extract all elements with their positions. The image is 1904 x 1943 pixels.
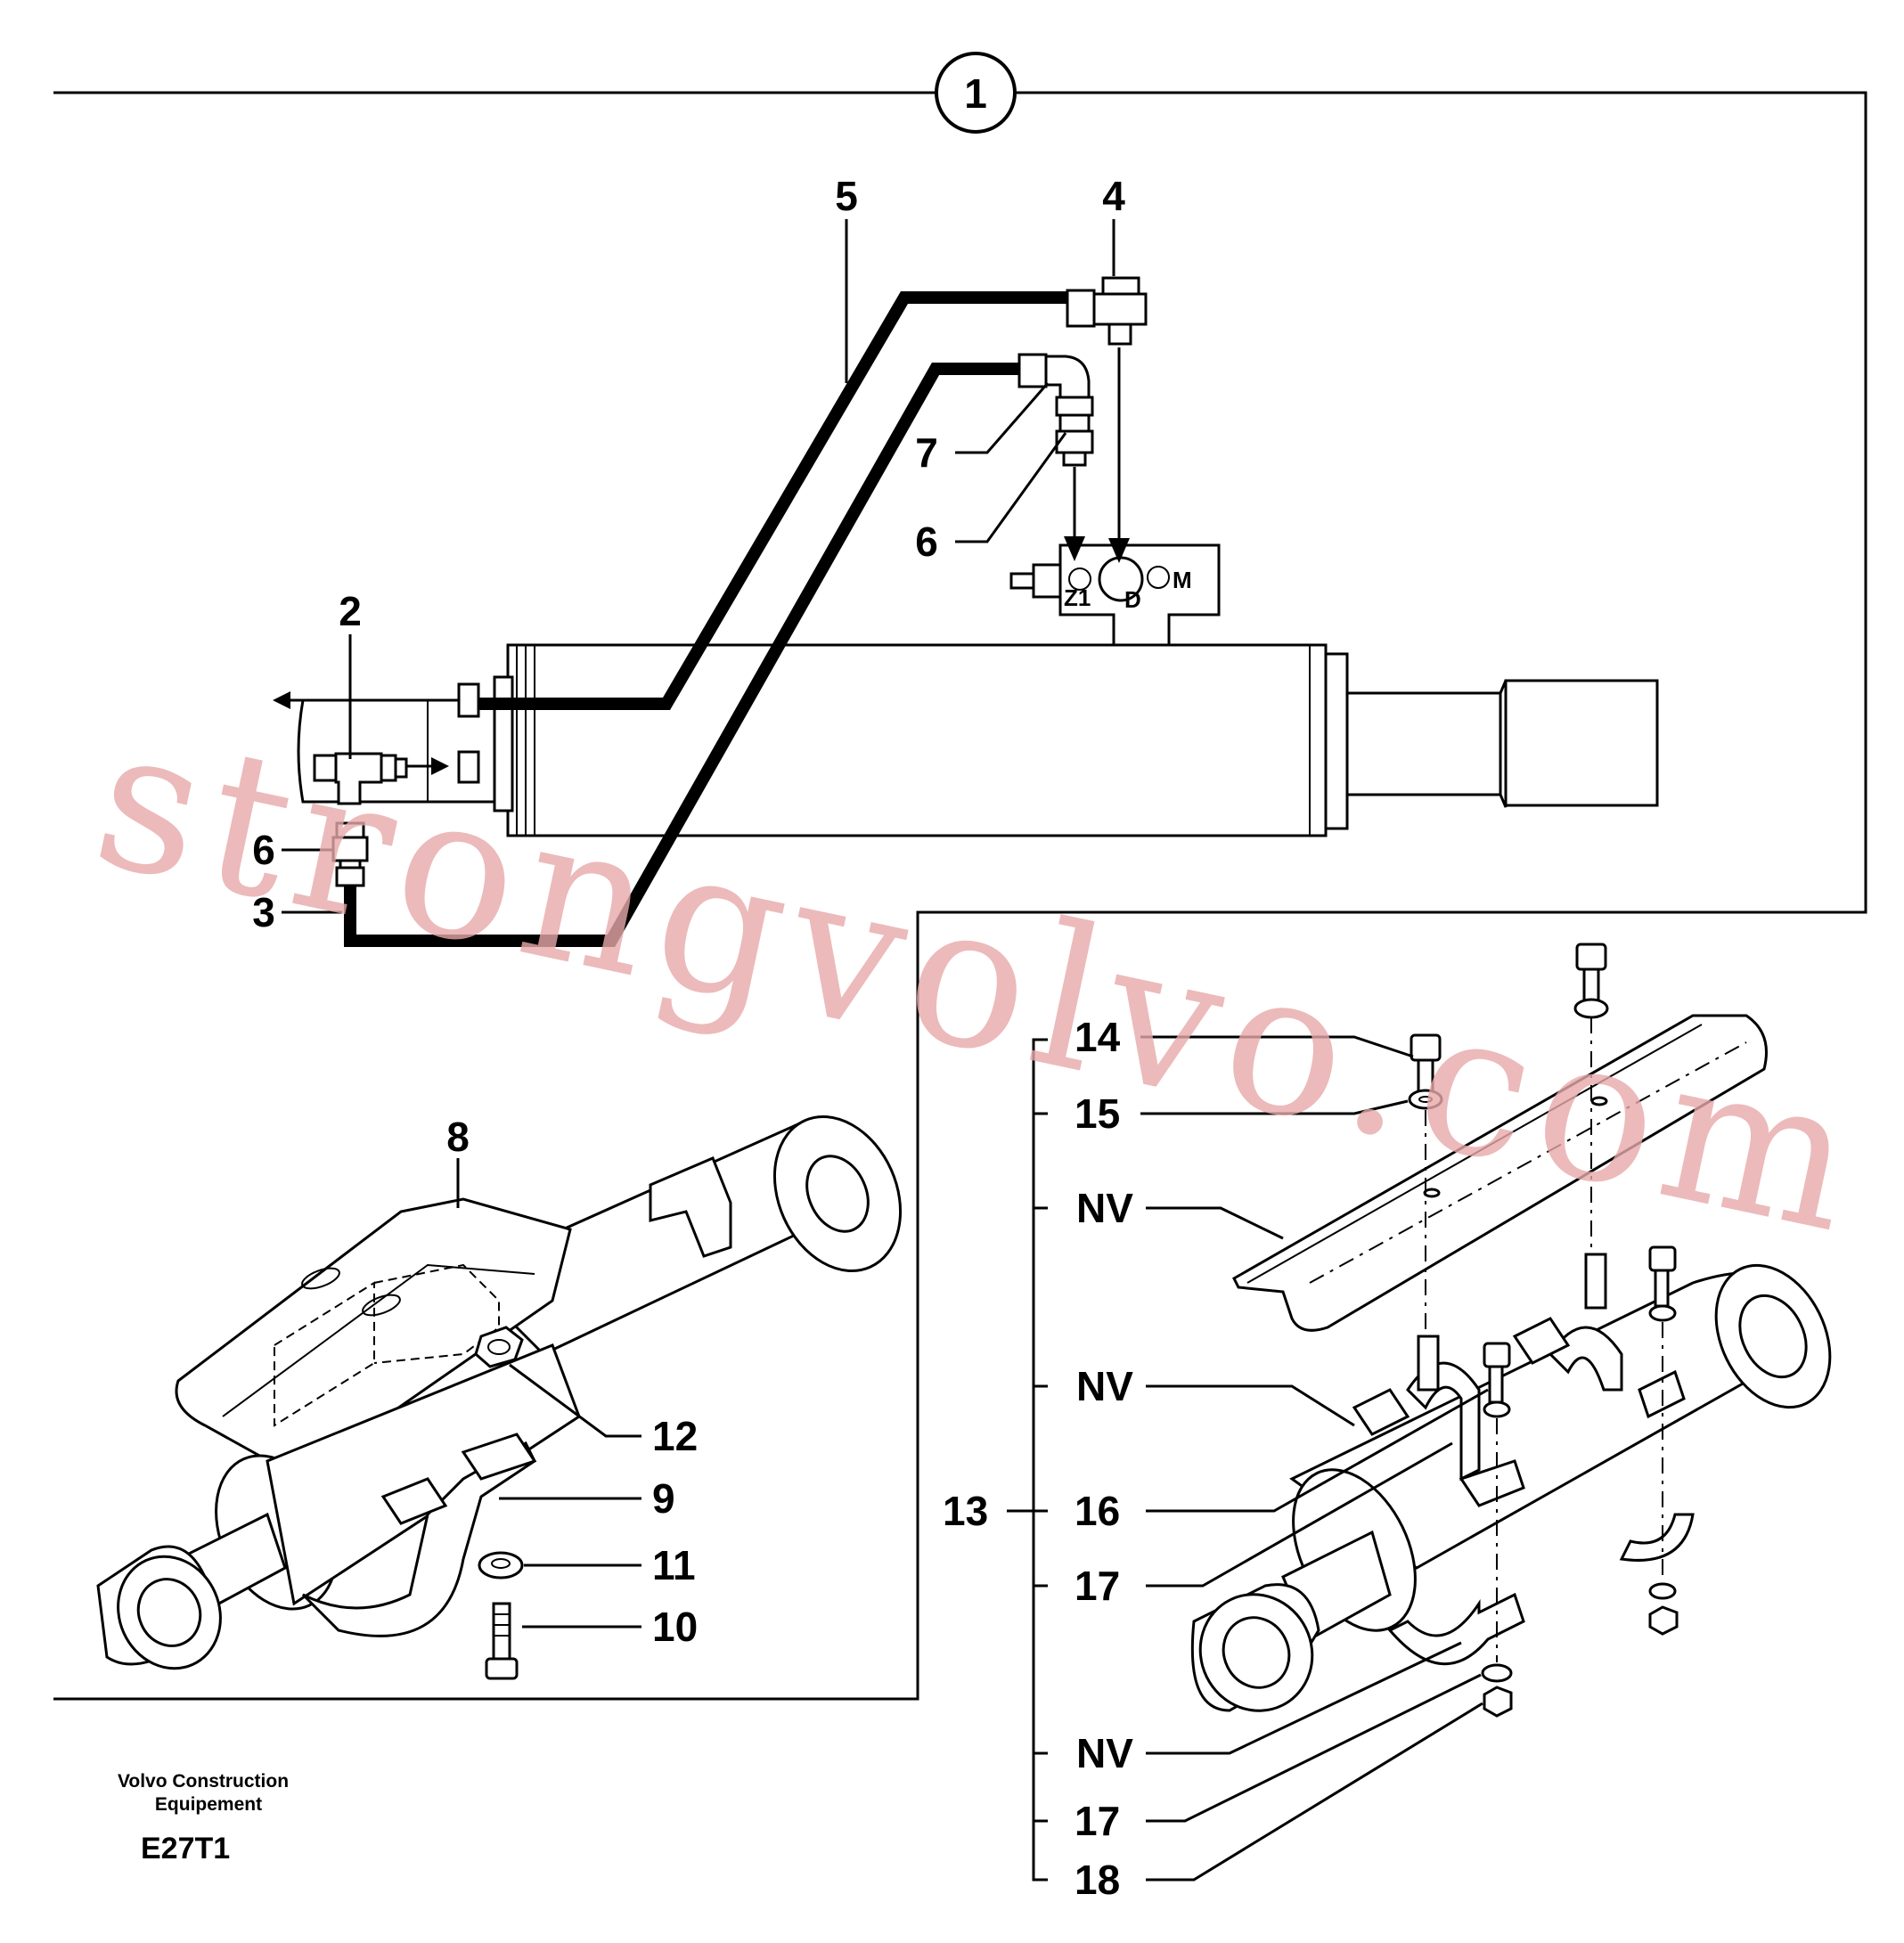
fitting-6-lower	[331, 821, 369, 887]
fitting-6-upper	[1055, 413, 1094, 467]
fitting-7	[1017, 353, 1094, 417]
callout-nv-3: NV	[1076, 1730, 1133, 1776]
clamp-9	[301, 1441, 536, 1637]
port-m-label: M	[1173, 567, 1192, 593]
callout-4: 4	[1102, 173, 1125, 219]
port-d-label: D	[1124, 586, 1141, 613]
lower-right-leaders	[1007, 1035, 1489, 1882]
callout-14: 14	[1075, 1014, 1121, 1060]
lower-left-leaders	[456, 1158, 641, 1629]
cylinder-rod-end	[1504, 679, 1659, 807]
lower-right-cylinder-assembly	[1190, 943, 1832, 1718]
callout-12: 12	[652, 1413, 698, 1459]
port-m	[1147, 566, 1170, 589]
nut-12	[474, 1326, 524, 1368]
section-frame: 1	[53, 52, 1867, 1701]
bolt-right	[1648, 1245, 1677, 1308]
bolt-10	[485, 1602, 519, 1680]
footer-company-line1: Volvo Construction	[118, 1771, 289, 1792]
washer-15	[1408, 1089, 1443, 1110]
section-marker-label: 1	[964, 70, 987, 117]
washer-11	[478, 1551, 524, 1580]
upper-cylinder-assembly: Z1 D M	[273, 276, 1659, 947]
fitting-4	[1066, 276, 1148, 346]
callout-nv-1: NV	[1076, 1185, 1133, 1231]
footer-drawing-code: E27T1	[141, 1832, 230, 1865]
callout-17-lower: 17	[1075, 1798, 1120, 1844]
cylinder-rod	[1345, 691, 1502, 796]
callout-nv-2: NV	[1076, 1363, 1133, 1409]
callout-6-lower: 6	[252, 827, 275, 873]
guard-channel	[1232, 1014, 1768, 1332]
callout-10: 10	[652, 1604, 698, 1650]
lower-left-cylinder-assembly	[96, 1115, 903, 1680]
callout-2: 2	[339, 588, 362, 634]
callout-17-upper: 17	[1075, 1563, 1120, 1609]
washer-17	[1481, 1663, 1513, 1683]
nut-18	[1483, 1686, 1513, 1718]
callout-8: 8	[446, 1114, 470, 1160]
port-z1-label: Z1	[1064, 584, 1091, 611]
callout-6-upper: 6	[915, 518, 938, 565]
port-z1	[1068, 567, 1091, 591]
hose-5	[478, 291, 1067, 710]
upper-leaders	[282, 219, 1115, 914]
section-marker-circle	[935, 52, 1017, 134]
callout-3: 3	[252, 889, 275, 935]
callout-18: 18	[1075, 1857, 1120, 1903]
callout-15: 15	[1075, 1090, 1120, 1137]
callout-5: 5	[835, 173, 858, 219]
callout-16: 16	[1075, 1488, 1120, 1534]
callout-7: 7	[915, 429, 938, 476]
callout-9: 9	[652, 1475, 675, 1522]
manifold-block: Z1 D M	[1009, 543, 1221, 647]
footer-company-line2: Equipement	[155, 1794, 262, 1815]
bolt-16	[1483, 1342, 1511, 1404]
hose-3	[344, 363, 1019, 947]
callout-13: 13	[943, 1488, 988, 1534]
callout-11: 11	[652, 1542, 696, 1588]
tee-fitting-2	[313, 750, 480, 805]
